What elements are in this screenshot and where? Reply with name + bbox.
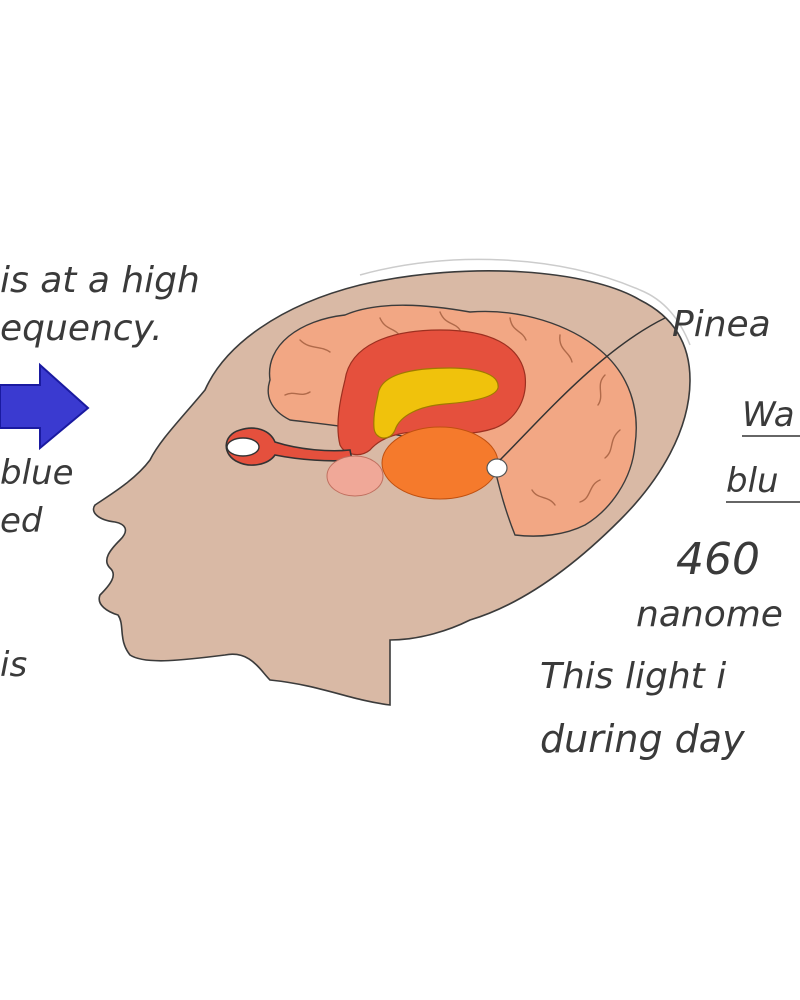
- wavelength-unit: nanome: [636, 594, 783, 635]
- right-text-line-2: blu: [726, 461, 779, 501]
- left-text-line-1: is at a high: [0, 260, 200, 301]
- right-text-line-4: during day: [540, 717, 745, 761]
- left-text-line-4: ed: [0, 501, 43, 541]
- right-text-line-1: Wa: [742, 395, 795, 435]
- cranium-outline: [359, 258, 691, 346]
- left-text-line-3: blue: [0, 453, 74, 493]
- left-text-line-5: is: [0, 645, 27, 685]
- cortex-folds: [284, 311, 621, 506]
- pineal-gland: [486, 458, 508, 478]
- blue-arrow-icon: [0, 362, 90, 451]
- ventricle: [373, 367, 499, 439]
- pituitary: [326, 455, 384, 497]
- thalamus: [381, 426, 499, 500]
- optic-tract-hole: [226, 437, 260, 457]
- pineal-label: Pinea: [672, 304, 771, 345]
- optic-tract: [225, 427, 353, 466]
- right-text-line-3: This light i: [540, 656, 726, 697]
- left-text-line-2: equency.: [0, 308, 163, 349]
- pineal-leader-line: [499, 317, 666, 461]
- wavelength-number: 460: [676, 534, 760, 585]
